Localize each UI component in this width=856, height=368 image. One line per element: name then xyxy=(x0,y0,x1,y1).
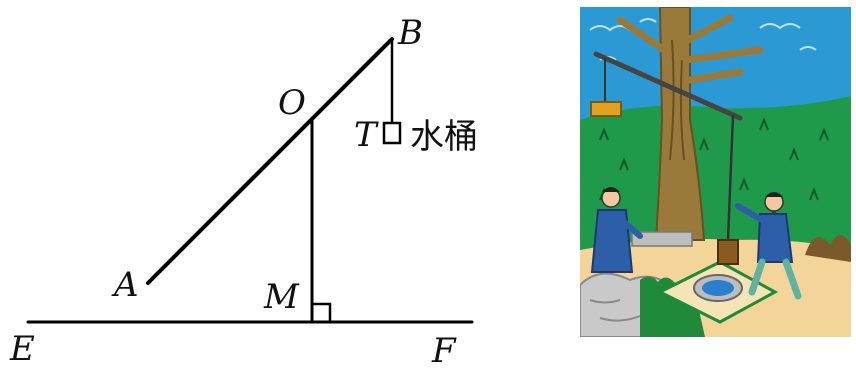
grass-tufts xyxy=(599,117,829,221)
well-bucket xyxy=(717,239,739,265)
bucket-marker xyxy=(382,121,402,145)
well-sweep-illustration xyxy=(580,7,851,337)
label-point-B: B xyxy=(397,13,423,53)
tree-trunk xyxy=(654,7,706,241)
label-point-O: O xyxy=(278,83,306,123)
person-left xyxy=(590,187,643,273)
label-point-E: E xyxy=(9,329,35,368)
label-point-A: A xyxy=(111,265,139,305)
tree-branches xyxy=(616,14,764,84)
shrub xyxy=(805,235,851,262)
geometry-diagram: B O T 水桶 A M E F xyxy=(9,13,478,368)
grass-field xyxy=(580,96,851,250)
sky-clouds xyxy=(589,18,817,61)
stone-step xyxy=(631,231,693,247)
right-angle-mark xyxy=(312,302,332,322)
person-right xyxy=(735,192,802,300)
well-water xyxy=(702,280,734,296)
label-point-T: T xyxy=(354,115,379,155)
counterweight xyxy=(590,101,622,117)
bucket-pole xyxy=(726,114,735,241)
sweep-lever xyxy=(593,51,743,121)
label-bucket: 水桶 xyxy=(410,117,478,157)
label-point-F: F xyxy=(431,331,457,368)
label-point-M: M xyxy=(263,277,300,317)
lever-rod-AB xyxy=(146,37,394,285)
